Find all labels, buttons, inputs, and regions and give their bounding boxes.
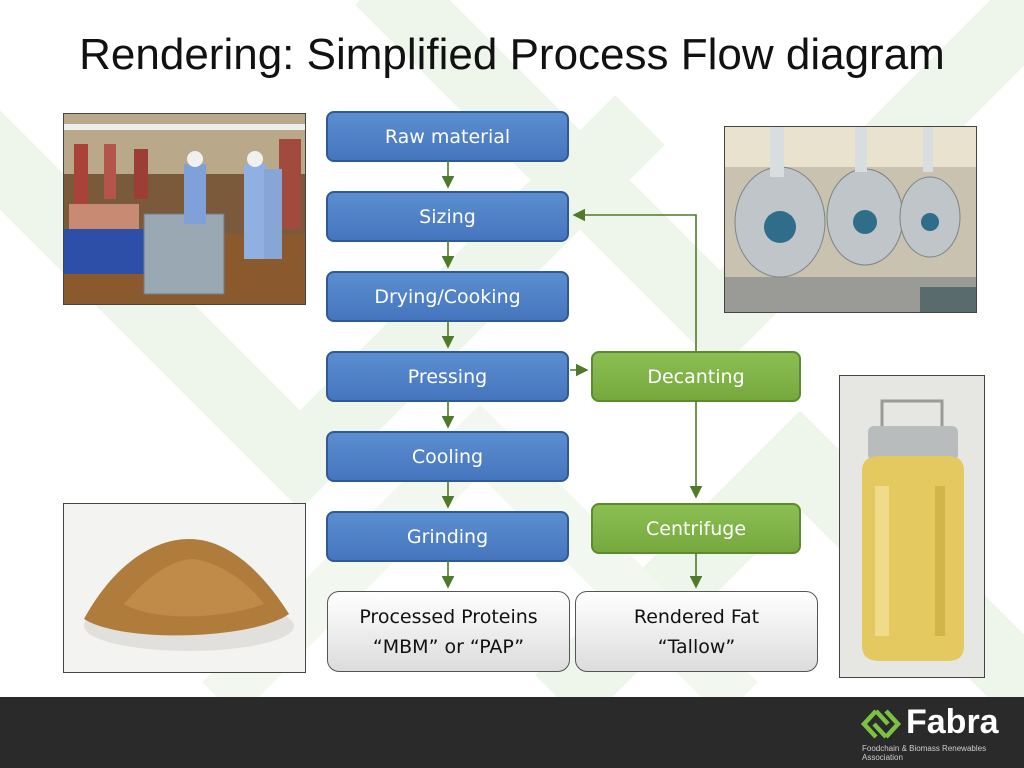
step-raw-material: Raw material [326,111,569,162]
output-rendered-fat-line1: Rendered Fat [633,605,760,628]
output-rendered-fat: Rendered Fat “Tallow” [575,591,818,672]
step-cooling: Cooling [326,431,569,482]
step-sizing: Sizing [326,191,569,242]
step-grinding: Grinding [326,511,569,562]
step-pressing: Pressing [326,351,569,402]
rendering-machinery-photo [724,126,977,313]
step-decanting: Decanting [591,351,801,402]
meat-bone-meal-powder-photo [63,503,306,673]
output-processed-proteins-line2: “MBM” or “PAP” [372,635,525,658]
output-processed-proteins-line1: Processed Proteins [359,605,538,628]
output-rendered-fat-line2: “Tallow” [657,635,736,658]
fabra-logo-icon [860,709,902,739]
fabra-logo-text: Fabra [906,703,999,741]
step-drying-cooking: Drying/Cooking [326,271,569,322]
slaughterhouse-photo [63,113,306,305]
step-centrifuge: Centrifuge [591,503,801,554]
slide-title: Rendering: Simplified Process Flow diagr… [79,30,945,79]
footer-bar [0,697,1024,768]
fabra-logo-subtitle: Foodchain & Biomass Renewables Associati… [862,744,987,762]
output-processed-proteins: Processed Proteins “MBM” or “PAP” [327,591,570,672]
tallow-jar-photo [839,375,985,678]
